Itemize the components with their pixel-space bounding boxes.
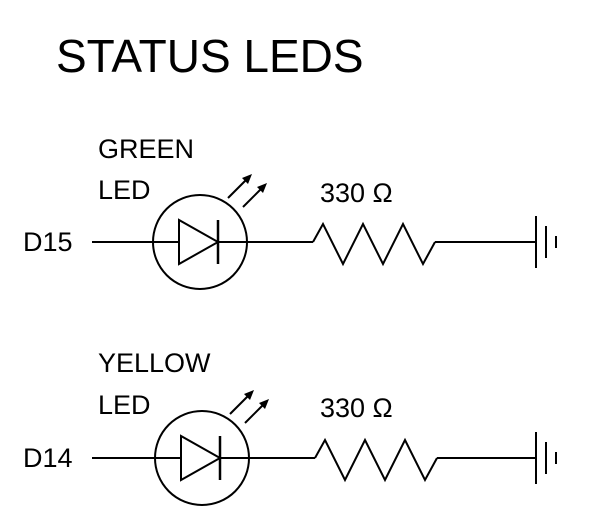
circuit-green-led: GREEN LED 330 Ω D15 bbox=[23, 134, 557, 290]
light-emission-arrows-icon bbox=[227, 174, 267, 208]
light-emission-arrows-icon bbox=[229, 390, 269, 424]
resistor-icon bbox=[314, 437, 438, 483]
resistor-label: 330 Ω bbox=[320, 178, 393, 208]
led-label-line1: YELLOW bbox=[98, 348, 211, 378]
led-label-line1: GREEN bbox=[98, 134, 194, 164]
pin-label: D14 bbox=[23, 443, 73, 473]
circuit-yellow-led: YELLOW LED 330 Ω D14 bbox=[23, 348, 557, 506]
resistor-icon bbox=[312, 221, 436, 267]
resistor-label: 330 Ω bbox=[320, 393, 393, 423]
led-label-line2: LED bbox=[98, 175, 151, 205]
page-title: STATUS LEDS bbox=[56, 30, 364, 82]
led-icon bbox=[154, 390, 269, 506]
ground-icon bbox=[535, 216, 557, 268]
led-label-line2: LED bbox=[98, 390, 151, 420]
ground-icon bbox=[535, 432, 557, 484]
led-icon bbox=[152, 174, 267, 290]
pin-label: D15 bbox=[23, 227, 73, 257]
